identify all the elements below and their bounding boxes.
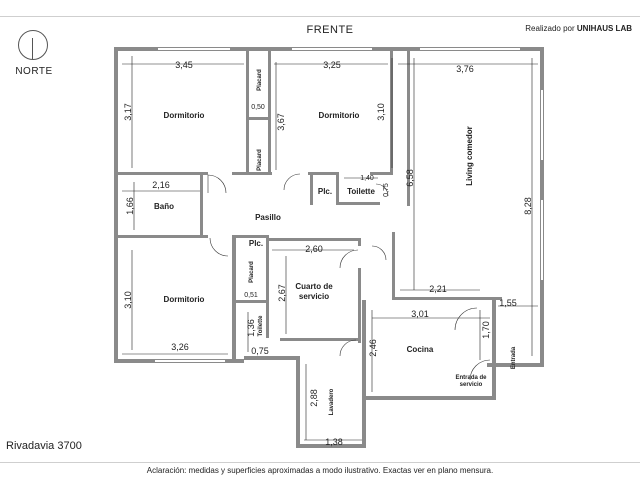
dim-label: 2,21	[429, 284, 447, 294]
dim-label: 3,10	[123, 291, 133, 309]
room-label-placard-1: Placard	[257, 69, 263, 91]
dim-label: 2,16	[152, 180, 170, 190]
dim-label: 1,40	[360, 175, 374, 182]
dim-label: 3,67	[276, 113, 286, 131]
dim-label: 0,75	[383, 183, 390, 197]
dim-label: 0,75	[251, 346, 269, 356]
room-label-dormitorio-2: Dormitorio	[319, 111, 360, 120]
dim-label: 1,55	[499, 298, 517, 308]
dim-label: 2,88	[309, 389, 319, 407]
dim-label: 6,58	[405, 169, 415, 187]
room-label-toilette-2: Toilette	[258, 315, 264, 337]
room-label-dormitorio-1: Dormitorio	[164, 111, 205, 120]
room-label-entrada: Entrada	[511, 346, 517, 369]
dim-label: 3,25	[323, 60, 341, 70]
dim-label: 1,36	[246, 319, 256, 337]
dim-label: 8,28	[523, 197, 533, 215]
front-label: FRENTE	[306, 24, 354, 36]
top-divider	[0, 16, 640, 17]
dimension-lines	[122, 56, 538, 441]
room-label-cuarto-servicio-1: Cuarto de	[295, 282, 333, 291]
room-label-cuarto-servicio-2: servicio	[299, 292, 329, 301]
dim-label: 2,46	[368, 339, 378, 357]
room-label-entrada-servicio-1: Entrada de	[455, 375, 487, 381]
credit-prefix: Realizado por	[525, 24, 575, 33]
dim-label: 0,50	[251, 104, 265, 111]
address-label: Rivadavia 3700	[6, 440, 82, 452]
north-compass-icon	[18, 30, 48, 60]
dim-label: 1,70	[481, 321, 491, 339]
dim-label: 3,76	[456, 64, 474, 74]
dim-label: 3,17	[123, 103, 133, 121]
room-label-dormitorio-3: Dormitorio	[164, 295, 205, 304]
room-label-lavadero: Lavadero	[329, 388, 335, 415]
room-label-bano: Baño	[154, 202, 174, 211]
dim-label: 3,26	[171, 342, 189, 352]
disclaimer-note: Aclaración: medidas y superficies aproxi…	[146, 466, 494, 475]
dim-label: 2,60	[305, 244, 323, 254]
dim-label: 3,10	[376, 103, 386, 121]
north-label: NORTE	[15, 66, 53, 77]
credit-text: Realizado por UNIHAUS LAB	[525, 24, 632, 33]
room-label-placard-2: Placard	[257, 149, 263, 171]
room-label-entrada-servicio-2: servicio	[460, 382, 483, 388]
dim-label: 1,38	[325, 437, 343, 447]
room-label-cocina: Cocina	[407, 345, 434, 354]
credit-brand: UNIHAUS LAB	[576, 24, 632, 33]
room-label-plc-2: Plc.	[249, 239, 263, 248]
dim-label: 1,66	[125, 197, 135, 215]
dim-label: 0,51	[244, 292, 258, 299]
dim-label: 2,67	[277, 284, 287, 302]
room-label-pasillo: Pasillo	[255, 213, 281, 222]
bottom-divider	[0, 462, 640, 463]
room-label-placard-3: Placard	[249, 261, 255, 283]
doors	[207, 173, 491, 381]
room-label-living: Living comedor	[465, 126, 474, 186]
dim-label: 3,45	[175, 60, 193, 70]
windows	[155, 48, 543, 362]
room-label-plc-1: Plc.	[318, 187, 332, 196]
dim-label: 3,01	[411, 309, 429, 319]
room-label-toilette-1: Toilette	[347, 187, 375, 196]
